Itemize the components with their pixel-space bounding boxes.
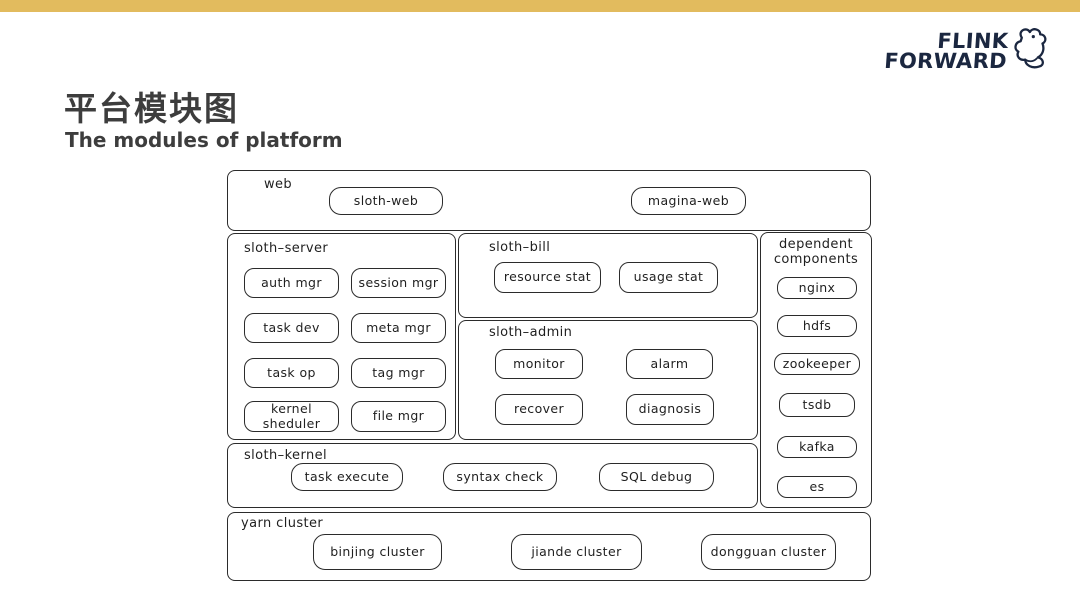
logo-text: FLINK FORWARD (883, 29, 1010, 73)
module-kernel-sheduler: kernel sheduler (244, 401, 339, 432)
module-task-op: task op (244, 358, 339, 388)
module-syntax-check: syntax check (443, 463, 557, 491)
section-sloth-server: sloth–server auth mgr session mgr task d… (227, 233, 456, 440)
module-es: es (777, 476, 857, 498)
section-yarn-cluster-label: yarn cluster (241, 516, 324, 531)
module-kafka: kafka (777, 436, 857, 458)
section-web: web sloth-web magina-web (227, 170, 871, 231)
logo-line2: FORWARD (883, 48, 1009, 73)
flink-forward-logo: FLINK FORWARD (883, 24, 1052, 74)
module-monitor: monitor (495, 349, 583, 379)
section-sloth-admin-label: sloth–admin (489, 325, 573, 340)
module-session-mgr: session mgr (351, 268, 446, 298)
module-sql-debug: SQL debug (599, 463, 714, 491)
section-sloth-bill-label: sloth–bill (489, 240, 551, 255)
module-task-dev: task dev (244, 313, 339, 343)
module-auth-mgr: auth mgr (244, 268, 339, 298)
module-magina-web: magina-web (631, 187, 746, 215)
module-jiande-cluster: jiande cluster (511, 534, 642, 570)
top-accent-bar (0, 0, 1080, 12)
module-tsdb: tsdb (779, 393, 855, 417)
module-diagnosis: diagnosis (626, 394, 714, 425)
squirrel-icon (1010, 24, 1052, 74)
section-sloth-bill: sloth–bill resource stat usage stat (458, 233, 758, 318)
module-binjing-cluster: binjing cluster (313, 534, 442, 570)
module-hdfs: hdfs (777, 315, 857, 337)
section-web-label: web (264, 177, 293, 192)
module-nginx: nginx (777, 277, 857, 299)
module-zookeeper: zookeeper (774, 353, 860, 375)
module-sloth-web: sloth-web (329, 187, 443, 215)
module-meta-mgr: meta mgr (351, 313, 446, 343)
section-sloth-server-label: sloth–server (244, 241, 329, 256)
page-subtitle: The modules of platform (65, 128, 343, 152)
module-alarm: alarm (626, 349, 713, 379)
page-title: 平台模块图 (64, 89, 239, 128)
module-dongguan-cluster: dongguan cluster (701, 534, 836, 570)
module-resource-stat: resource stat (494, 262, 601, 293)
section-dependent-components: dependent components nginx hdfs zookeepe… (760, 232, 872, 508)
section-sloth-kernel-label: sloth–kernel (244, 448, 328, 463)
module-usage-stat: usage stat (619, 262, 718, 293)
module-tag-mgr: tag mgr (351, 358, 446, 388)
module-recover: recover (495, 394, 583, 425)
section-dependent-components-label: dependent components (773, 237, 859, 267)
section-sloth-admin: sloth–admin monitor alarm recover diagno… (458, 320, 758, 440)
module-file-mgr: file mgr (351, 401, 446, 432)
section-sloth-kernel: sloth–kernel task execute syntax check S… (227, 443, 758, 508)
module-task-execute: task execute (291, 463, 403, 491)
section-yarn-cluster: yarn cluster binjing cluster jiande clus… (227, 512, 871, 581)
